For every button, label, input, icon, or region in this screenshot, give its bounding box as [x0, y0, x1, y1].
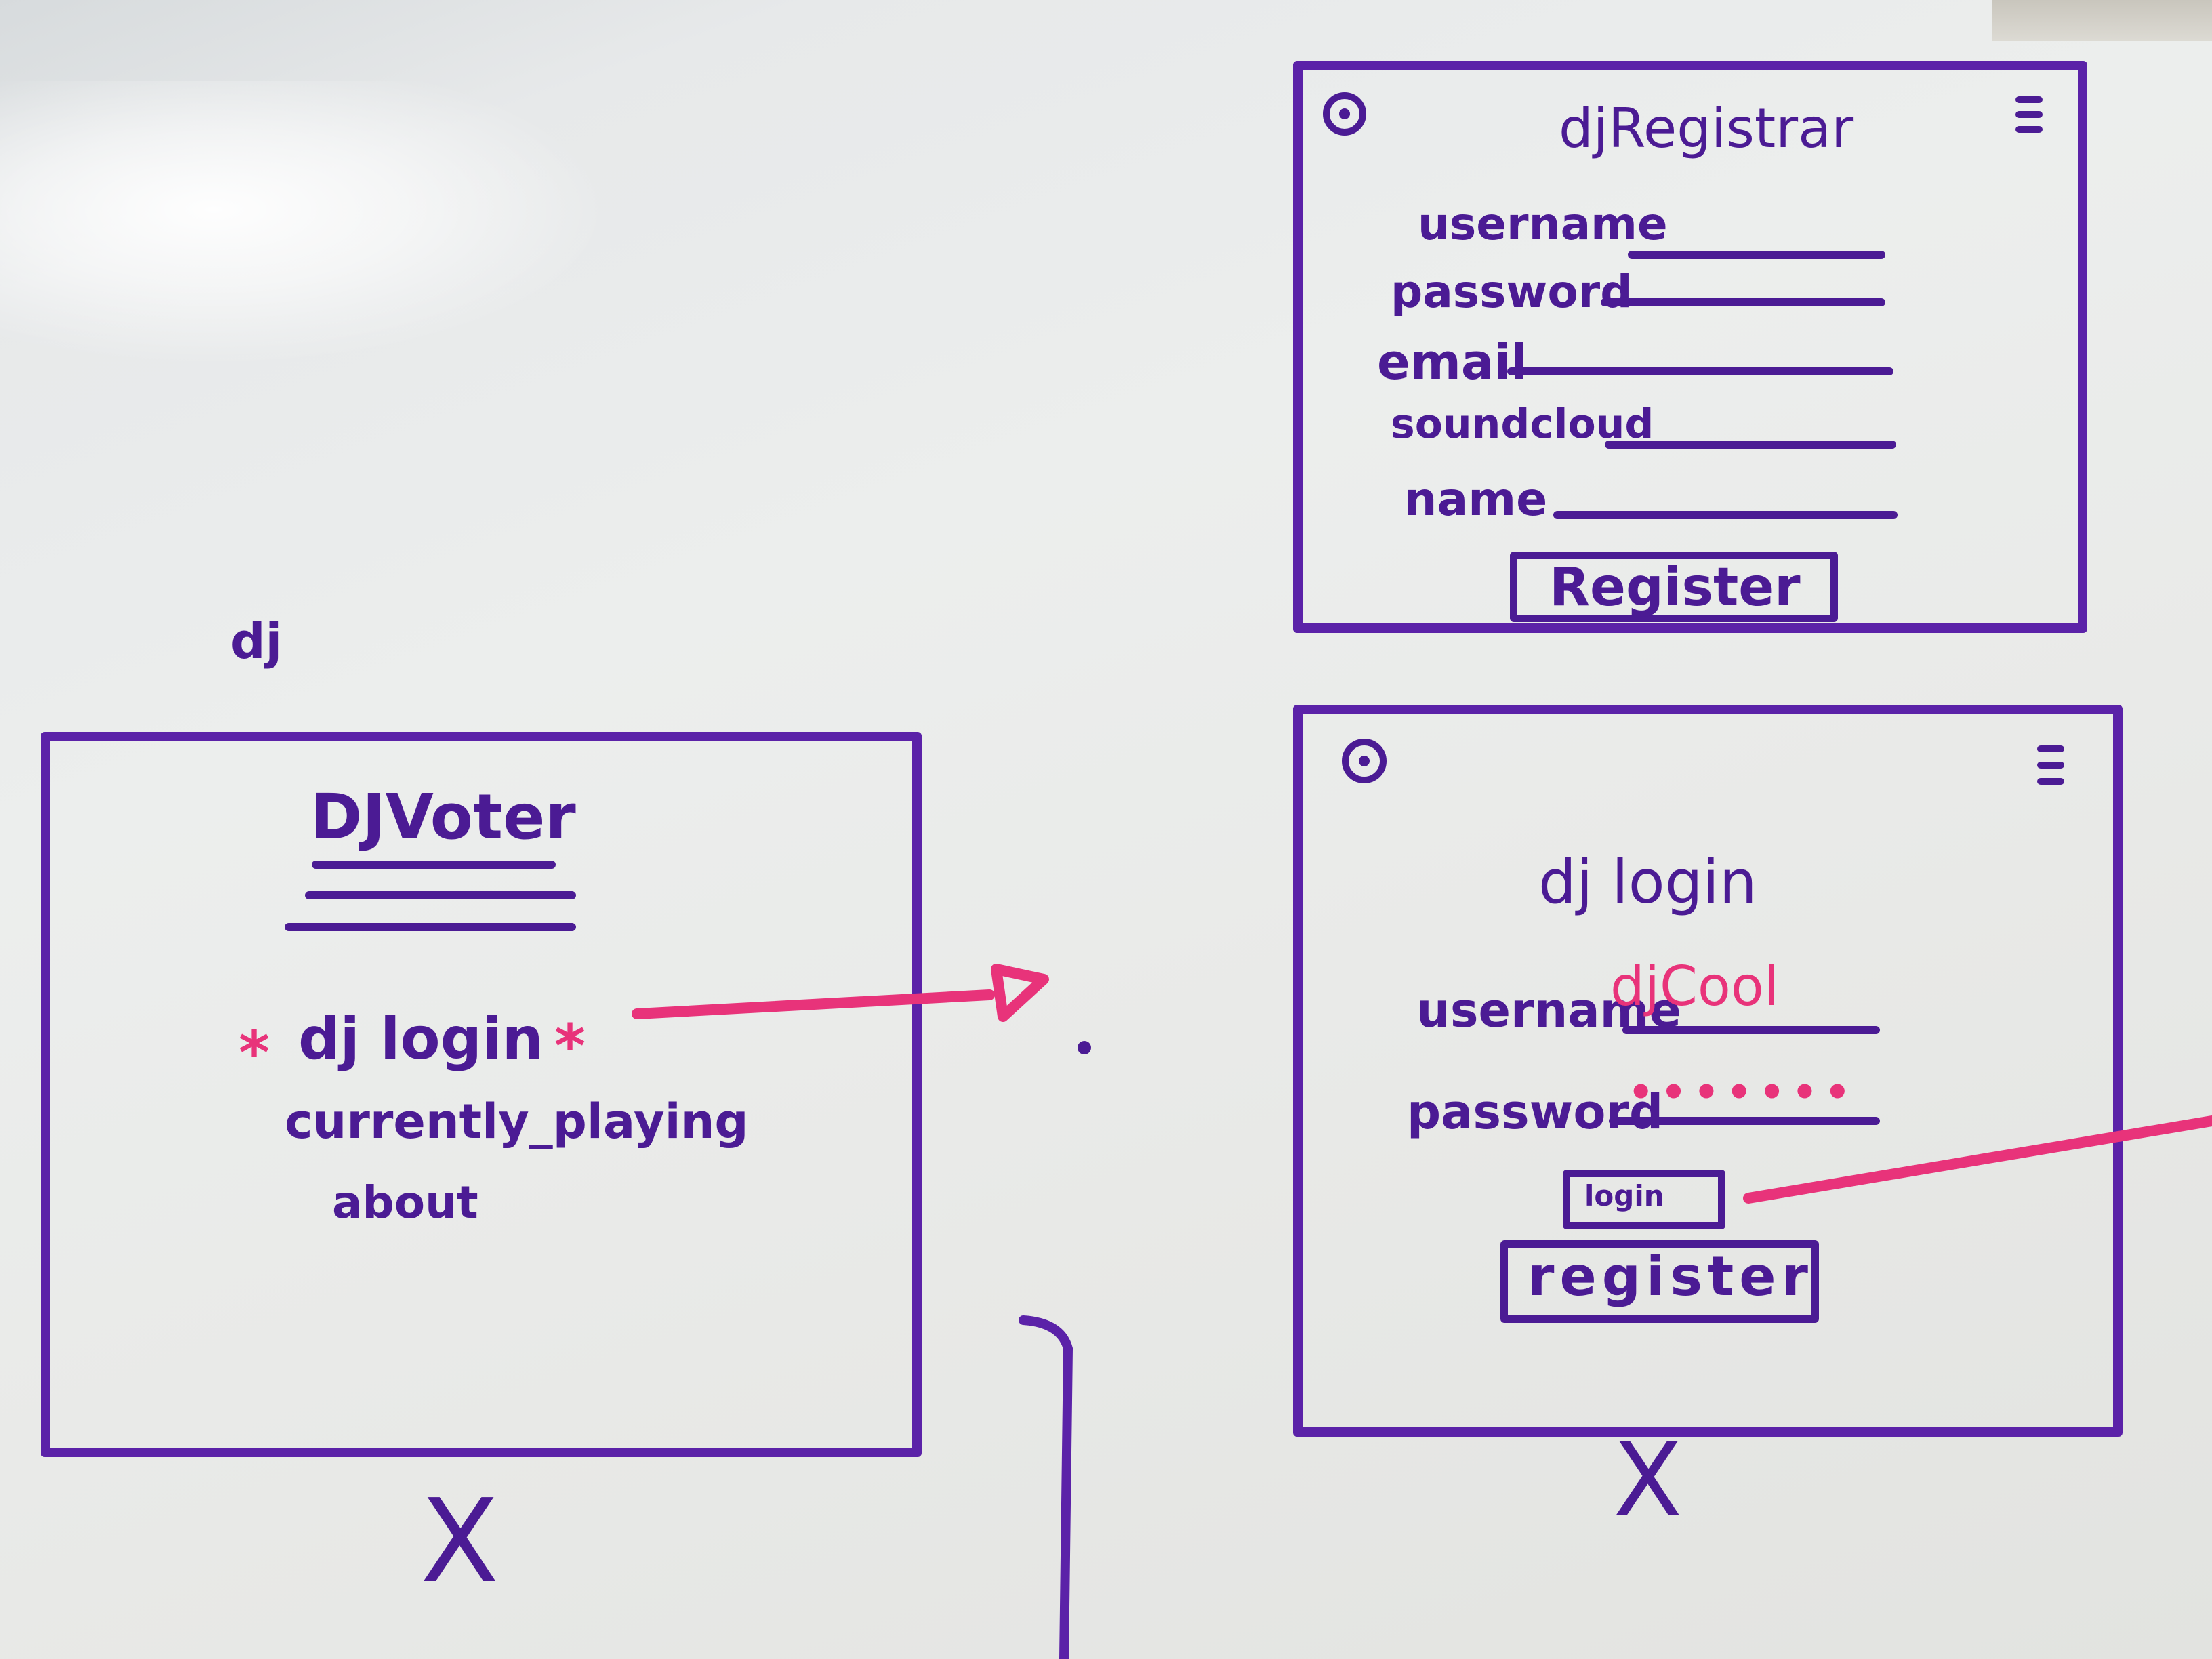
register-title: djRegistrar — [1559, 97, 1854, 160]
left-note: dj — [230, 613, 283, 670]
register-screen-frame — [1293, 61, 2087, 633]
password-input[interactable] — [1609, 1117, 1880, 1125]
register-button-label: Register — [1549, 557, 1801, 618]
soundcloud-input[interactable] — [1605, 441, 1896, 449]
name-input[interactable] — [1553, 511, 1898, 519]
home-screen-frame — [41, 732, 922, 1457]
password-input[interactable] — [1601, 298, 1885, 306]
vertical-marker-line — [1019, 1315, 1073, 1659]
register-button[interactable] — [1500, 1240, 1819, 1323]
login-title: dj login — [1538, 847, 1757, 917]
soundcloud-label: soundcloud — [1391, 401, 1654, 448]
star-mark: * — [554, 1011, 586, 1081]
username-value[interactable]: djCool — [1610, 955, 1779, 1018]
password-value[interactable]: ••••••• — [1628, 1069, 1858, 1116]
login-menu-icon[interactable] — [2037, 745, 2064, 789]
name-label: name — [1404, 473, 1548, 527]
register-button[interactable] — [1510, 552, 1838, 622]
wall-background — [1992, 0, 2212, 41]
menu-item-dj-login[interactable]: dj login — [298, 1005, 544, 1073]
title-underline — [312, 861, 556, 869]
arrow-login-to-offscreen — [1743, 1115, 2212, 1204]
arrow-home-to-login-head — [991, 964, 1049, 1022]
rejected-mark: X — [420, 1475, 499, 1609]
register-button-label: register — [1528, 1245, 1814, 1308]
rejected-mark: X — [1613, 1422, 1683, 1540]
menu-item-currently-playing[interactable]: currently_playing — [285, 1094, 749, 1149]
email-input[interactable] — [1507, 367, 1893, 375]
placeholder-text-line — [285, 923, 576, 931]
username-label: username — [1418, 198, 1668, 250]
marker-dot — [1078, 1041, 1091, 1054]
register-app-icon — [1323, 92, 1366, 136]
menu-item-about[interactable]: about — [332, 1176, 478, 1229]
username-input[interactable] — [1622, 1026, 1880, 1034]
username-input[interactable] — [1628, 251, 1885, 259]
login-screen-frame — [1293, 705, 2123, 1437]
home-screen-title: DJVoter — [310, 781, 576, 853]
arrow-home-to-login — [632, 989, 995, 1019]
register-menu-icon[interactable] — [2015, 96, 2043, 137]
login-app-icon — [1342, 739, 1387, 783]
login-button[interactable] — [1563, 1170, 1725, 1229]
login-button-label: login — [1584, 1179, 1664, 1212]
password-label: password — [1391, 266, 1633, 318]
star-mark: * — [239, 1018, 270, 1088]
password-label: password — [1407, 1084, 1664, 1140]
email-label: email — [1377, 333, 1528, 390]
placeholder-text-line — [305, 891, 576, 899]
